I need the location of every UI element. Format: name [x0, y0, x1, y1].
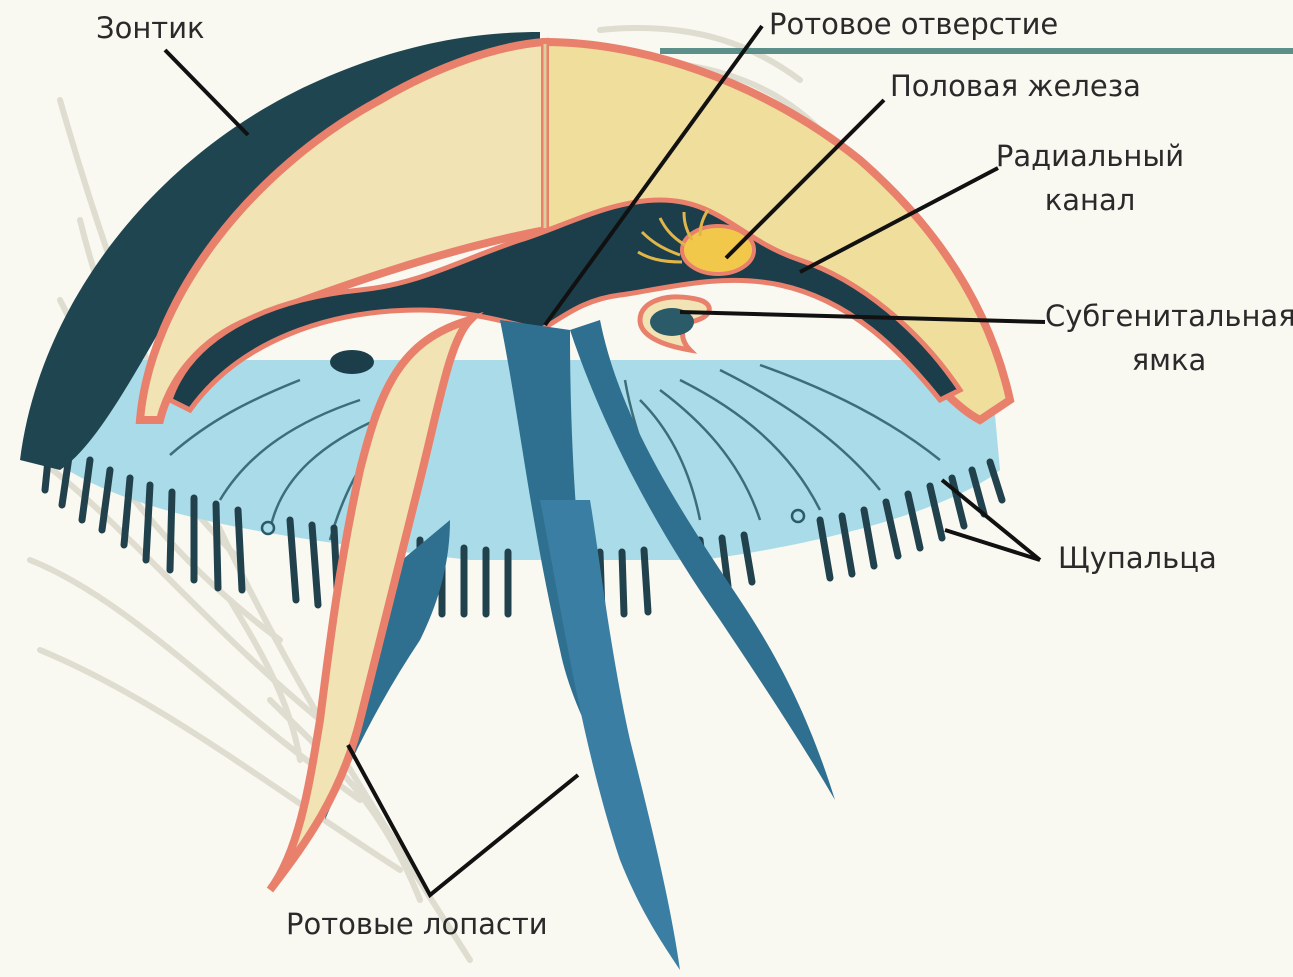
- subgenital-pit: [640, 297, 709, 350]
- label-tentacles: Щупальца: [1058, 536, 1217, 580]
- label-radial-canal: Радиальный канал: [995, 134, 1185, 222]
- subgenital-pit-left: [330, 350, 374, 374]
- label-subgenital-pit-line1: Субгенитальная: [1045, 294, 1293, 338]
- label-oral-arms: Ротовые лопасти: [286, 902, 548, 946]
- label-subgenital-pit: Субгенитальная ямка: [1045, 294, 1293, 382]
- label-mouth-opening: Ротовое отверстие: [769, 2, 1058, 46]
- label-gonad: Половая железа: [890, 64, 1141, 108]
- label-radial-canal-line1: Радиальный: [995, 134, 1185, 178]
- accent-bar: [660, 48, 1293, 54]
- label-subgenital-pit-line2: ямка: [1045, 338, 1293, 382]
- label-umbrella: Зонтик: [96, 6, 205, 50]
- label-radial-canal-line2: канал: [995, 178, 1185, 222]
